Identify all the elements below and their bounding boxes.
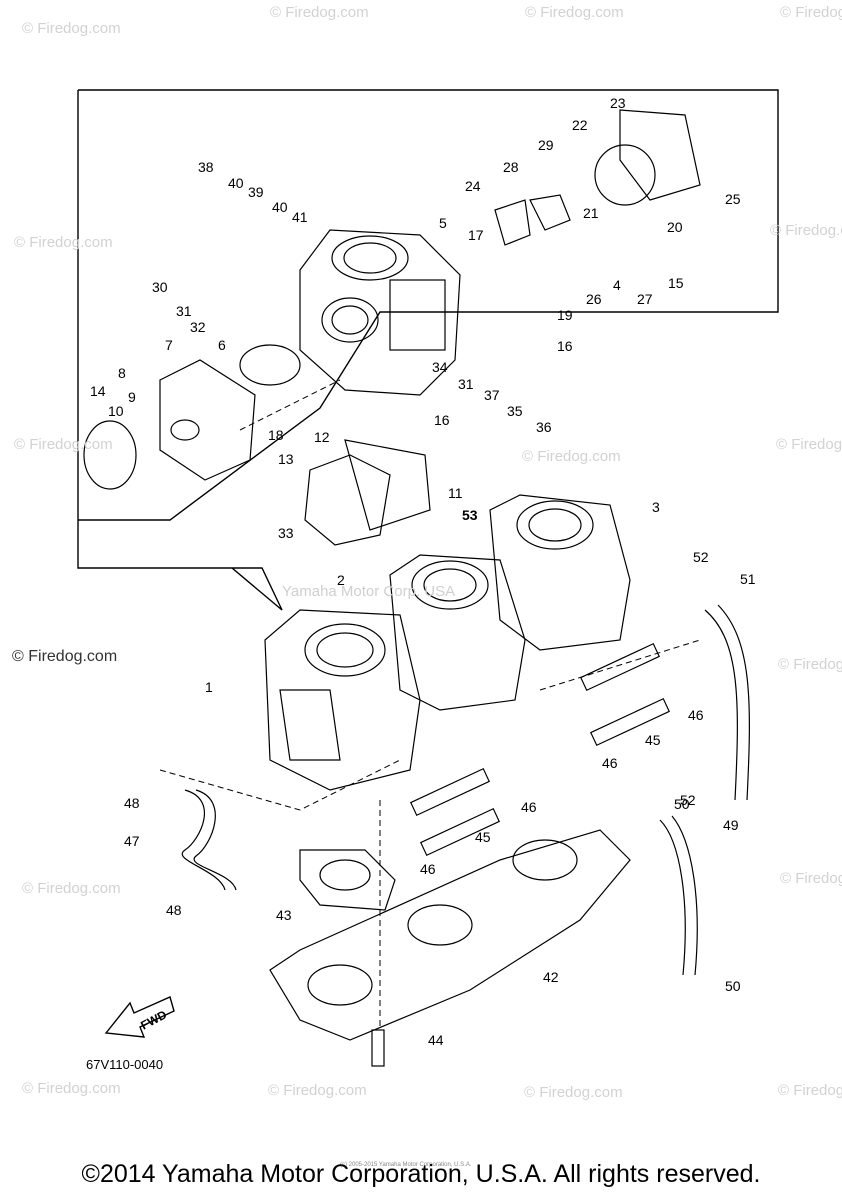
part-label: 26 [586,291,602,307]
watermark: © Firedog.com [778,1082,842,1099]
part-label: 49 [723,817,739,833]
part-label: 51 [740,571,756,587]
part-label: 41 [292,209,308,225]
part-label: 22 [572,117,588,133]
part-label: 52 [693,549,709,565]
part-label: 38 [198,159,214,175]
copyright-footer: ©2014 Yamaha Motor Corporation, U.S.A. A… [81,1160,761,1188]
watermark: © Firedog.com [524,1084,623,1101]
part-label: 28 [503,159,519,175]
part-label: 24 [465,178,481,194]
part-label: 46 [521,799,537,815]
part-label: 46 [602,755,618,771]
watermark: © Firedog.com [14,436,113,453]
part-label: 6 [218,337,226,353]
tiny-notice: (c) 2005-2015 Yamaha Motor Corporation, … [340,1162,472,1168]
part-label: 45 [475,829,491,845]
part-label: 32 [190,319,206,335]
watermark: © Firedog.com [22,20,121,37]
watermark: © Firedog.com [522,448,621,465]
center-watermark: Yamaha Motor Corp. USA [282,583,456,600]
part-label: 47 [124,833,140,849]
alignment-lines [159,379,701,1030]
part-label: 5 [439,215,447,231]
part-label: 11 [448,485,463,501]
part-label: 17 [468,227,484,243]
part-label: 48 [124,795,140,811]
part-label: 46 [420,861,436,877]
watermark: © Firedog.com [270,4,369,21]
part-label: 1 [205,679,213,695]
part-label: 52 [680,792,696,808]
watermark: © Firedog.com [14,234,113,251]
part-label: 16 [434,412,450,428]
part-label: 27 [637,291,653,307]
part-label: 3 [652,499,660,515]
watermark-dark: © Firedog.com [12,648,118,665]
watermark: © Firedog.com [776,436,842,453]
watermark: © Firedog.com [22,1080,121,1097]
part-label: 34 [432,359,448,375]
diagram-code: 67V110-0040 [86,1057,164,1072]
part-label: 21 [583,205,599,221]
detail-frame [77,89,779,611]
part-label: 37 [484,387,500,403]
part-label: 9 [128,389,136,405]
part-label: 18 [268,427,284,443]
watermark: © Firedog.com [780,4,842,21]
watermark: © Firedog.com [780,870,842,887]
part-label: 31 [176,303,192,319]
part-label: 31 [458,376,474,392]
watermark: © Firedog.com [22,880,121,897]
part-label: 53 [462,507,478,523]
part-label: 50 [725,978,741,994]
part-label: 29 [538,137,554,153]
part-label: 10 [108,403,124,419]
carburetor-detail [299,229,461,396]
part-labels: 1 2 3 4 5 6 7 8 9 10 11 12 13 14 15 16 1… [90,95,756,1048]
part-label: 40 [272,199,288,215]
part-label: 39 [248,184,264,200]
fwd-arrow-icon [104,996,175,1038]
part-label: 13 [278,451,294,467]
carburetor-bank [264,494,631,791]
watermark: © Firedog.com [770,222,842,239]
part-label: 7 [165,337,173,353]
part-label: 16 [557,338,573,354]
part-label: 20 [667,219,683,235]
cover-parts [83,109,701,546]
hoses [181,604,750,976]
part-label: 4 [613,277,621,293]
part-label: 19 [557,307,573,323]
part-label: 33 [278,525,294,541]
part-label: 30 [152,279,168,295]
part-label: 2 [337,572,345,588]
part-label: 45 [645,732,661,748]
watermark: © Firedog.com [778,656,842,673]
part-label: 12 [314,429,330,445]
intake-manifold [269,829,631,1067]
part-label: 23 [610,95,626,111]
part-label: 40 [228,175,244,191]
watermark: © Firedog.com [525,4,624,21]
part-label: 43 [276,907,292,923]
part-label: 50 [674,796,690,812]
part-label: 35 [507,403,523,419]
part-label: 44 [428,1032,444,1048]
part-label: 14 [90,383,106,399]
part-label: 42 [543,969,559,985]
part-label: 25 [725,191,741,207]
part-label: 36 [536,419,552,435]
part-label: 46 [688,707,704,723]
part-label: 15 [668,275,684,291]
watermark: © Firedog.com [268,1082,367,1099]
part-label: 48 [166,902,182,918]
part-label: 8 [118,365,126,381]
